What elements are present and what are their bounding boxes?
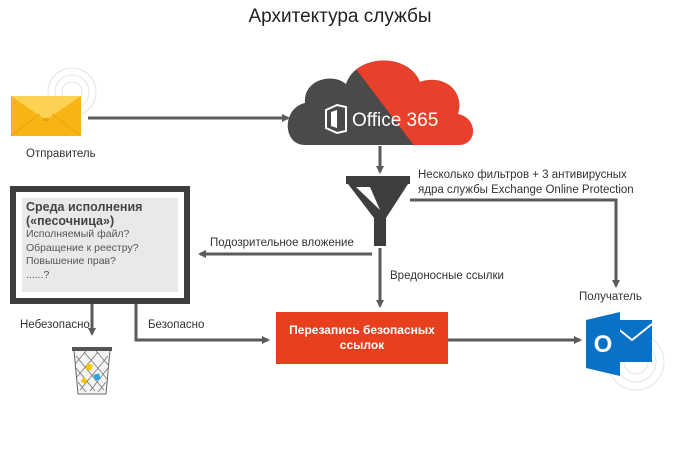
sender-label: Отправитель xyxy=(26,148,96,160)
office-logo-icon xyxy=(325,103,347,135)
filters-description-line2: ядра службы Exchange Online Protection xyxy=(418,184,634,196)
recipient-label: Получатель xyxy=(579,291,642,303)
sandbox-item-privileges: Повышение прав? xyxy=(26,255,116,267)
suspicious-attachment-label: Подозрительное вложение xyxy=(210,237,354,249)
arrow-safe xyxy=(134,304,270,344)
rewrite-links-label: Перезапись безопасных ссылок xyxy=(276,312,448,364)
diagram-title: Архитектура службы xyxy=(248,6,432,27)
sandbox-monitor xyxy=(10,186,190,304)
sandbox-item-registry: Обращение к реестру? xyxy=(26,241,139,254)
sandbox-item-executable: Исполняемый файл? xyxy=(26,228,130,240)
sandbox-title-line1: Среда исполнения xyxy=(26,200,143,214)
malicious-links-label: Вредоносные ссылки xyxy=(390,270,504,282)
sandbox-title-line2: («песочница») xyxy=(26,214,115,228)
rewrite-links-box xyxy=(276,312,448,364)
safe-label: Безопасно xyxy=(148,319,205,331)
filters-description-line1: Несколько фильтров + 3 антивирусных xyxy=(418,169,627,181)
arrow-filter-to-recipient xyxy=(410,198,620,288)
sandbox-item-more: ......? xyxy=(26,268,50,281)
envelope-icon xyxy=(10,96,82,137)
sandbox-content: Среда исполнения («песочница») Исполняем… xyxy=(26,200,174,290)
rewrite-label-line1: Перезапись безопасных xyxy=(289,323,435,337)
office365-label: Office 365 xyxy=(352,110,438,131)
funnel-icon xyxy=(346,176,410,246)
outlook-icon: O xyxy=(586,312,653,376)
rewrite-label-line2: ссылок xyxy=(339,338,385,352)
outlook-letter: O xyxy=(594,331,613,358)
trash-bin-icon xyxy=(72,347,112,395)
unsafe-label: Небезопасно xyxy=(20,319,90,331)
office365-cloud xyxy=(287,60,473,145)
